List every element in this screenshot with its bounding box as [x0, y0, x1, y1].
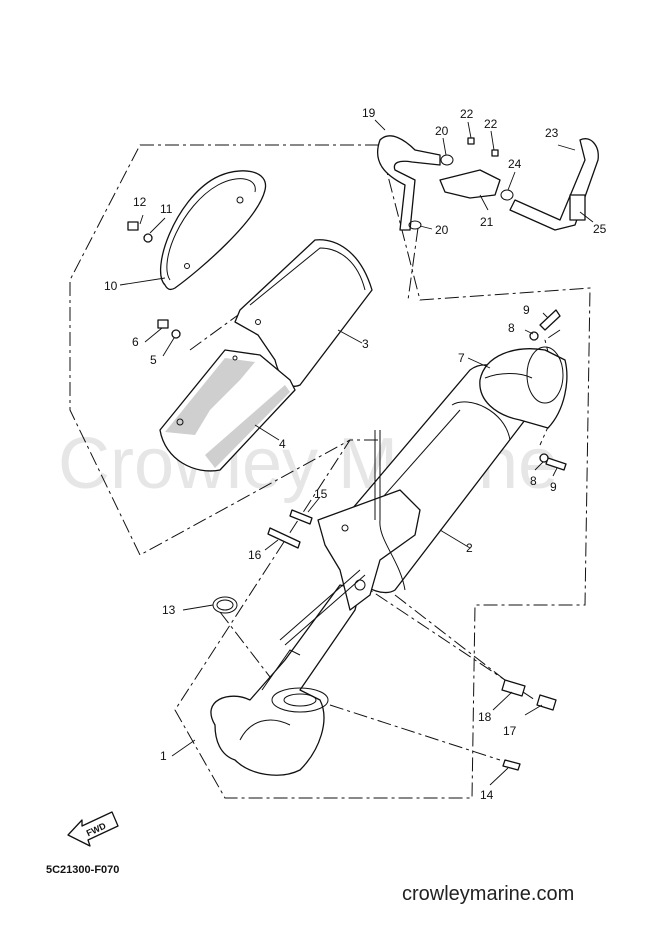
callout-22-left: 22: [460, 107, 474, 121]
fwd-arrow-icon: FWD: [67, 811, 119, 847]
callout-16: 16: [248, 548, 262, 562]
callout-1: 1: [160, 749, 167, 763]
callout-labels: 1 2 3 4 5 6 7 8 8 9 9 10 11 12 13 14 15 …: [104, 106, 607, 802]
callout-17: 17: [503, 724, 517, 738]
callout-21: 21: [480, 215, 494, 229]
breather-hose: [279, 430, 406, 646]
callout-22-right: 22: [484, 117, 498, 131]
callout-4: 4: [279, 437, 286, 451]
callout-14: 14: [480, 788, 494, 802]
callout-9-upper: 9: [523, 303, 530, 317]
callout-18: 18: [478, 710, 492, 724]
callout-19: 19: [362, 106, 376, 120]
callout-12: 12: [133, 195, 147, 209]
callout-6: 6: [132, 335, 139, 349]
fasteners: [127, 137, 567, 771]
callout-11: 11: [160, 202, 173, 216]
leader-lines: [119, 119, 594, 786]
hose-assembly: [376, 135, 599, 231]
heat-protector-lower: [159, 349, 296, 472]
callout-5: 5: [150, 353, 157, 367]
callout-20-upper: 20: [435, 124, 449, 138]
callout-8-upper: 8: [508, 321, 515, 335]
callout-7: 7: [458, 351, 465, 365]
callout-9-lower: 9: [550, 480, 557, 494]
callout-24: 24: [508, 157, 522, 171]
muffler-end-cap: [479, 346, 568, 429]
callout-3: 3: [362, 337, 369, 351]
exhaust-pipe: [210, 584, 361, 776]
footer-site: crowleymarine.com: [402, 883, 574, 905]
gasket: [212, 596, 238, 614]
callout-20-lower: 20: [435, 223, 449, 237]
diagram-code: 5C21300-F070: [46, 864, 119, 876]
callout-2: 2: [466, 541, 473, 555]
heat-shield-plate: [160, 170, 267, 291]
heat-protector-upper: [234, 239, 373, 387]
callout-23: 23: [545, 126, 559, 140]
callout-10: 10: [104, 279, 118, 293]
muffler-bracket: [317, 489, 421, 611]
callout-8-lower: 8: [530, 474, 537, 488]
callout-13: 13: [162, 603, 176, 617]
callout-15: 15: [314, 487, 328, 501]
callout-25: 25: [593, 222, 607, 236]
